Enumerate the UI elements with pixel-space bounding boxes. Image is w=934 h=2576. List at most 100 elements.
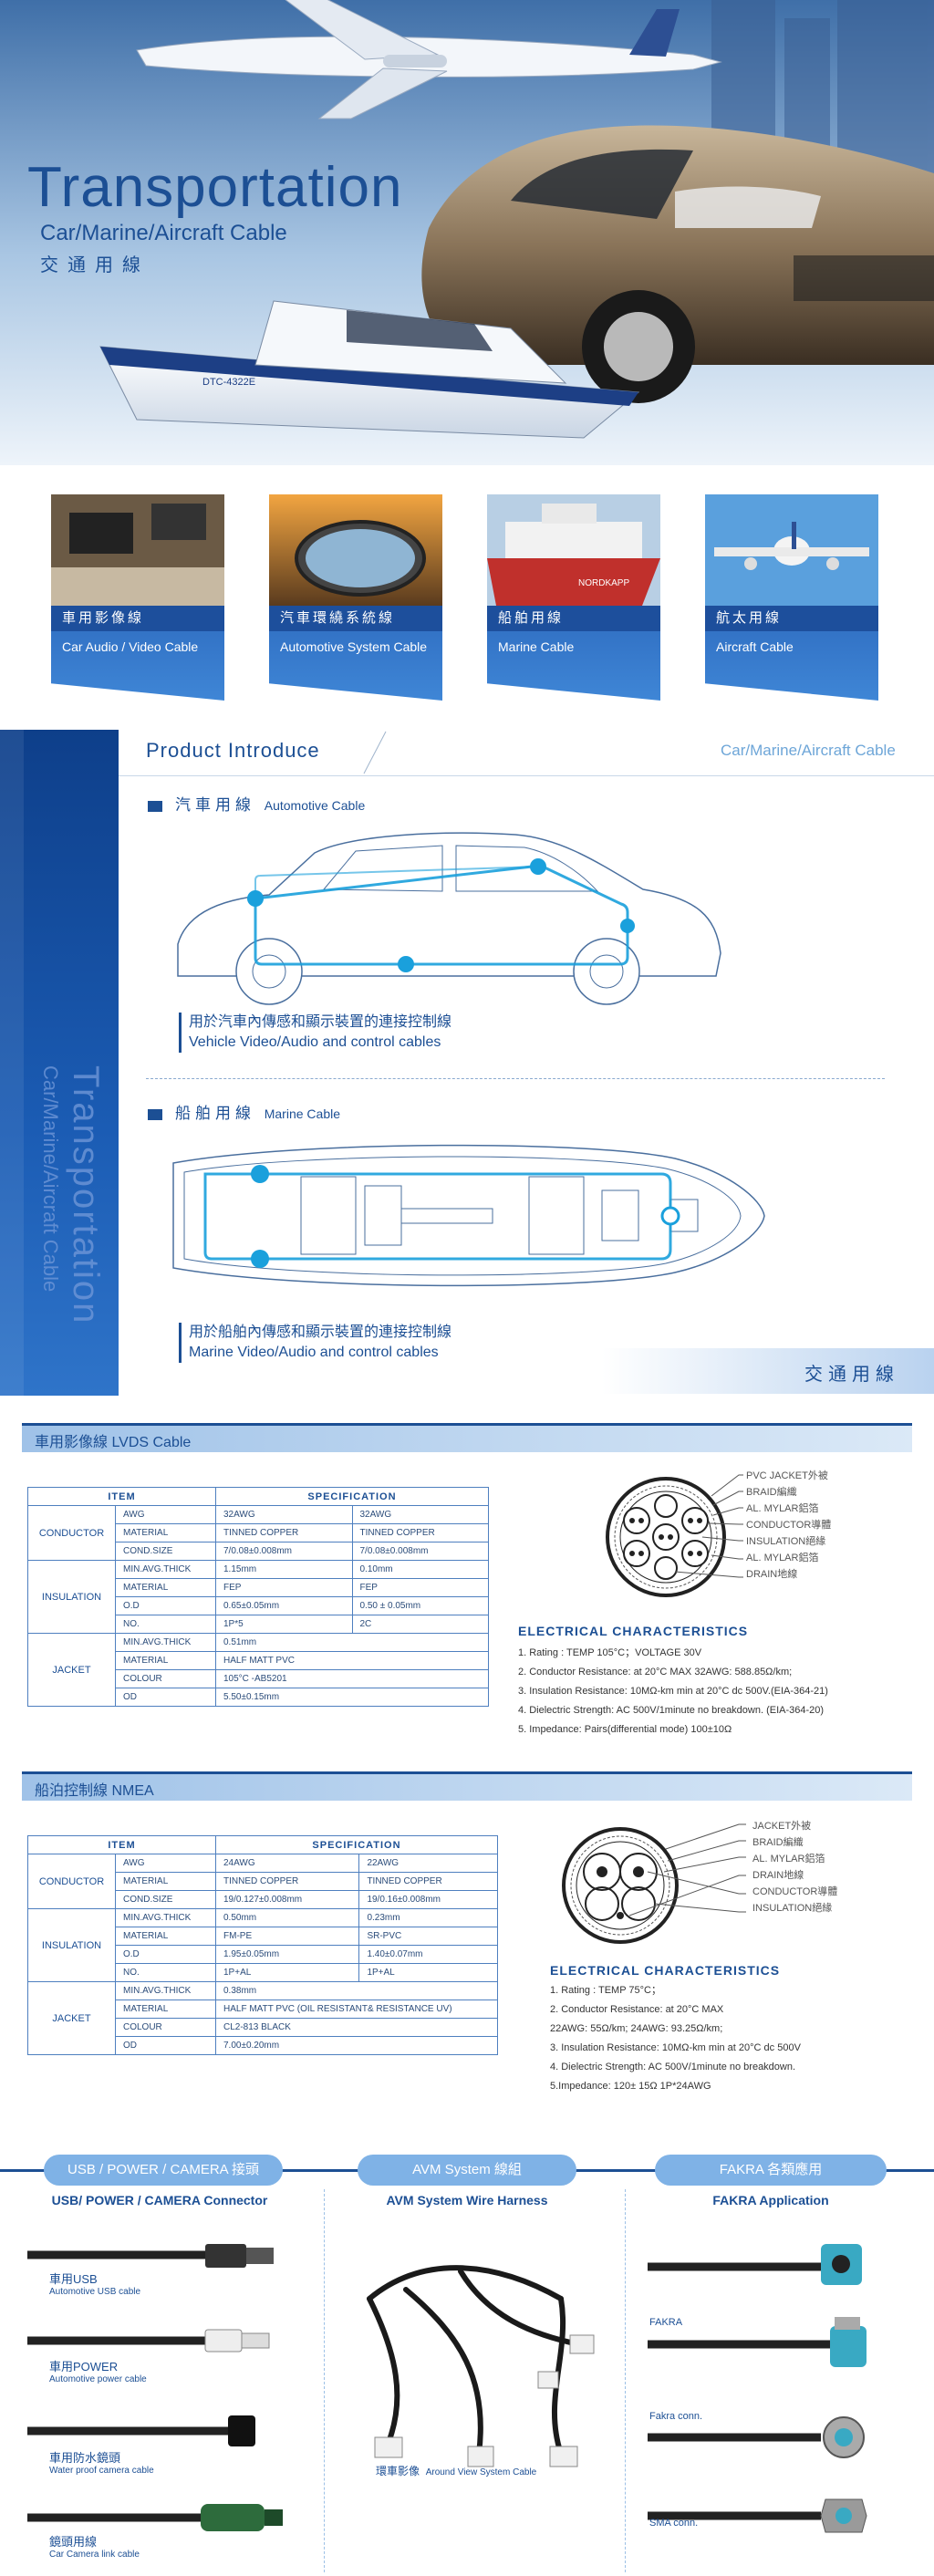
table-cell: 105°C -AB5201 (215, 1669, 489, 1688)
table-cell: SR-PVC (358, 1927, 498, 1946)
pill-avm-system[interactable]: AVM System 線組 (358, 2155, 576, 2186)
category-zh: 車用影像線 (51, 606, 224, 631)
table-group-cell: CONDUCTOR (27, 1505, 116, 1561)
category-card-marine[interactable]: NORDKAPP 船舶用線 Marine Cable (487, 494, 660, 701)
category-card-car-av[interactable]: 車用影像線 Car Audio / Video Cable (51, 494, 224, 701)
table-cell: 32AWG (351, 1505, 489, 1524)
table-cell: 1.95±0.05mm (214, 1945, 360, 1964)
fakra-angle-icon (648, 2317, 867, 2367)
lvds-section-header: 車用影像線 LVDS Cable (22, 1423, 912, 1452)
category-zh: 汽車環繞系統線 (269, 606, 442, 631)
table-cell: MATERIAL (115, 1872, 216, 1891)
intro-footer-text: 交通用線 (804, 1365, 899, 1385)
table-cell: 32AWG (215, 1505, 353, 1524)
table-cell: MIN.AVG.THICK (115, 1633, 216, 1652)
lvds-elec-list: 1. Rating : TEMP 105°C；VOLTAGE 30V 2. Co… (518, 1647, 828, 1735)
table-cell: AWG (115, 1854, 216, 1873)
table-cell: MIN.AVG.THICK (115, 1908, 216, 1927)
table-cell: 0.65±0.05mm (215, 1596, 353, 1615)
hero-subtitle: Car/Marine/Aircraft Cable (40, 221, 287, 245)
airplane-graphic (136, 0, 722, 119)
avm-harness-graphic (367, 2265, 595, 2467)
table-cell: 1P+AL (214, 1963, 360, 1982)
table-cell: CL2-813 BLACK (215, 2018, 498, 2037)
table-cell: 7/0.08±0.008mm (351, 1542, 489, 1561)
table-cell: NO. (115, 1615, 216, 1634)
pill-usb-power-camera[interactable]: USB / POWER / CAMERA 接頭 (44, 2155, 283, 2186)
table-cell: 7.00±0.20mm (215, 2036, 498, 2055)
table-cell: TINNED COPPER (215, 1523, 353, 1542)
marine-note: 用於船舶內傳感和顯示裝置的連接控制線 Marine Video/Audio an… (179, 1323, 451, 1363)
table-header-item: ITEM (27, 1487, 216, 1506)
nmea-layer-labels: JACKET外被 BRAID編織 AL. MYLAR鋁箔 DRAIN地線 CON… (752, 1821, 838, 1914)
sma-conn-label: SMA conn. (649, 2518, 699, 2529)
ship-name-label: NORDKAPP (578, 578, 629, 588)
table-cell: MIN.AVG.THICK (115, 1560, 216, 1579)
lvds-layer-labels: PVC JACKET外被 BRAID編織 AL. MYLAR鋁箔 CONDUCT… (746, 1470, 832, 1580)
nmea-elec-list: 1. Rating : TEMP 75°C； 2. Conductor Resi… (550, 1985, 801, 2092)
section-title: Product Introduce (146, 739, 320, 762)
table-cell: 0.50 ± 0.05mm (351, 1596, 489, 1615)
table-cell: COND.SIZE (115, 1542, 216, 1561)
table-cell: 1P+AL (358, 1963, 498, 1982)
category-en: Aircraft Cable (716, 639, 794, 654)
fakra-label: FAKRA (649, 2317, 683, 2328)
car-mirror-photo (269, 494, 442, 606)
col-head-avm: AVM System Wire Harness (386, 2193, 548, 2207)
hero-banner: DTC-4322E (0, 0, 934, 465)
marine-label: 船舶用線 Marine Cable (148, 1100, 340, 1123)
table-cell: 19/0.127±0.008mm (214, 1890, 360, 1909)
usb-cable-icon (27, 2244, 274, 2268)
col-head-usb: USB/ POWER / CAMERA Connector (51, 2193, 268, 2207)
table-cell: 0.50mm (214, 1908, 360, 1927)
bullet-square-icon (148, 1108, 162, 1120)
usb-connector-graphics (27, 2244, 283, 2531)
table-cell: COND.SIZE (115, 1890, 216, 1909)
pill-fakra[interactable]: FAKRA 各類應用 (655, 2155, 887, 2186)
fakra-connector-graphics (648, 2244, 867, 2533)
vertical-title: Transportation Car/Marine/Aircraft Cable (0, 1065, 106, 1430)
automotive-note: 用於汽車內傳感和顯示裝置的連接控制線 Vehicle Video/Audio a… (179, 1013, 451, 1053)
table-cell: FEP (351, 1578, 489, 1597)
marine-wiring-diagram (172, 1144, 765, 1287)
automotive-label: 汽車用線 Automotive Cable (148, 792, 365, 815)
col-head-fakra: FAKRA Application (712, 2193, 829, 2207)
category-card-automotive[interactable]: 汽車環繞系統線 Automotive System Cable (269, 494, 442, 701)
ship-photo: NORDKAPP (487, 494, 660, 606)
table-cell: MATERIAL (115, 1651, 216, 1670)
fakra-cable-icon (648, 2244, 862, 2285)
table-cell: O.D (115, 1596, 216, 1615)
table-cell: AWG (115, 1505, 216, 1524)
table-cell: TINNED COPPER (214, 1872, 360, 1891)
table-group-cell: INSULATION (27, 1560, 116, 1634)
category-card-aircraft[interactable]: 航太用線 Aircraft Cable (705, 494, 878, 701)
table-cell: 0.10mm (351, 1560, 489, 1579)
table-cell: OD (115, 1688, 216, 1707)
table-cell: MATERIAL (115, 1927, 216, 1946)
table-cell: 7/0.08±0.008mm (215, 1542, 353, 1561)
bullet-square-icon (148, 800, 162, 812)
table-header-spec: SPECIFICATION (215, 1487, 489, 1506)
table-cell: COLOUR (115, 2018, 216, 2037)
table-cell: FEP (215, 1578, 353, 1597)
hero-title: Transportation (27, 156, 403, 219)
car-graphic (421, 125, 934, 403)
table-cell: FM-PE (214, 1927, 360, 1946)
